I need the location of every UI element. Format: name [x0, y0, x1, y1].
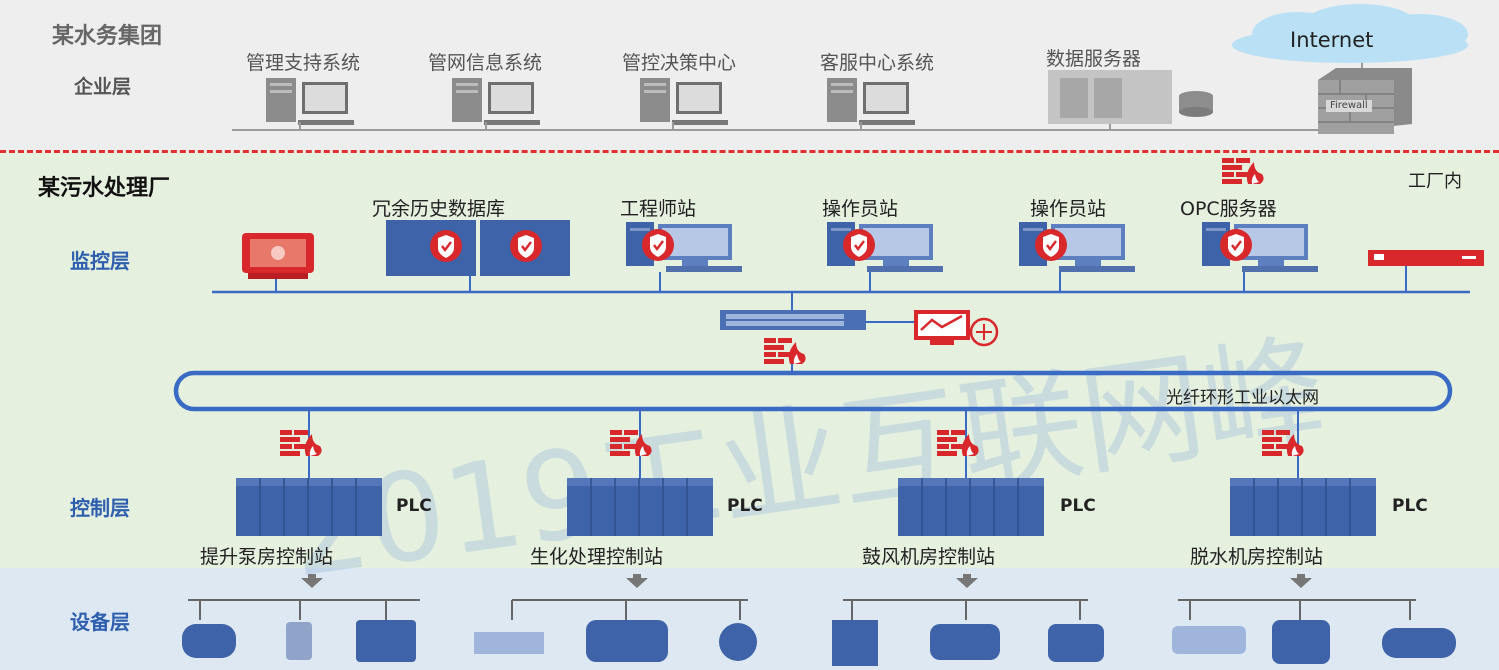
arrow-down-icon [956, 574, 978, 588]
enterprise-computers [266, 78, 915, 125]
centrifugal-pump-icon [930, 624, 1000, 660]
redundant-db-servers [386, 220, 570, 276]
monitor-node-operator-2: 操作员站 [1030, 194, 1106, 221]
security-shield-icon [430, 230, 462, 262]
flowmeter-icon [719, 623, 757, 661]
drive-cabinet-icon [832, 620, 878, 666]
station-label-blower: 鼓风机房控制站 [862, 542, 995, 569]
plc-cabinet-icon [236, 478, 382, 536]
security-shield-icon [642, 229, 674, 261]
station-label-dewatering: 脱水机房控制站 [1190, 542, 1323, 569]
security-shield-icon [1035, 229, 1067, 261]
firewall-icon [1222, 158, 1264, 184]
computer-icon [640, 78, 728, 125]
valve-icon [286, 622, 312, 660]
ring-network-label: 光纤环形工业以太网 [1166, 383, 1319, 408]
station-label-lift-pump: 提升泵房控制站 [200, 542, 333, 569]
system-label-management: 管理支持系统 [246, 48, 360, 75]
plc-cabinet-icon [898, 478, 1044, 536]
arrow-down-icon [1290, 574, 1312, 588]
control-layer-label: 控制层 [70, 492, 130, 521]
computer-icon [266, 78, 354, 125]
monitor-node-history-db: 冗余历史数据库 [372, 194, 505, 221]
firewall-wall-text: Firewall [1330, 100, 1368, 111]
hmi-terminal-icon [242, 233, 314, 279]
engineer-station-icon [626, 222, 742, 272]
field-devices [182, 620, 1456, 666]
instrument-box-icon [356, 620, 416, 662]
device-layer-label: 设备层 [70, 606, 130, 635]
system-label-pipe-network: 管网信息系统 [428, 48, 542, 75]
station-label-biochemical: 生化处理控制站 [530, 542, 663, 569]
arrow-down-icon [626, 574, 648, 588]
control-valve-icon [1048, 624, 1104, 662]
io-module-icon [474, 632, 544, 654]
plant-name: 某污水处理厂 [38, 170, 170, 202]
plc-label: PLC [1392, 496, 1428, 516]
device-buses [188, 600, 1416, 620]
watermark-text: 2019工业互联网峰 [281, 319, 1333, 605]
plc-label: PLC [727, 496, 763, 516]
enterprise-layer-label: 企业层 [74, 72, 131, 99]
computer-icon [827, 78, 915, 125]
plc-label: PLC [1060, 496, 1096, 516]
internet-label: Internet [1290, 28, 1373, 52]
inside-plant-label: 工厂内 [1408, 167, 1462, 193]
operator-station-1-icon [827, 222, 943, 272]
monitor-node-engineer: 工程师站 [620, 194, 696, 221]
data-server-icon [1048, 70, 1213, 124]
security-appliance-icon [1368, 250, 1484, 266]
opc-server-icon [1202, 222, 1318, 272]
computer-icon [452, 78, 540, 125]
pump-icon [586, 620, 668, 662]
plc-label: PLC [396, 496, 432, 516]
system-label-customer-service: 客服中心系统 [820, 48, 934, 75]
firewall-icon [764, 338, 806, 364]
security-shield-icon [510, 230, 542, 262]
plc-cabinet-icon [567, 478, 713, 536]
data-server-label: 数据服务器 [1046, 44, 1141, 71]
monitor-node-opc: OPC服务器 [1180, 194, 1277, 221]
audit-monitor-icon [914, 310, 997, 345]
motor-icon [182, 624, 236, 658]
system-label-control-center: 管控决策中心 [622, 48, 736, 75]
dewatering-motor-icon [1382, 628, 1456, 658]
pump-motor-icon [1272, 620, 1330, 664]
group-name: 某水务集团 [52, 18, 162, 50]
firewall-icon [280, 430, 322, 456]
security-shield-icon [843, 229, 875, 261]
blower-icon [1172, 626, 1246, 654]
monitor-layer-label: 监控层 [70, 245, 130, 274]
operator-station-2-icon [1019, 222, 1135, 272]
network-switch-icon [720, 310, 866, 330]
security-shield-icon [1220, 229, 1252, 261]
monitor-node-operator-1: 操作员站 [822, 194, 898, 221]
plc-cabinet-icon [1230, 478, 1376, 536]
